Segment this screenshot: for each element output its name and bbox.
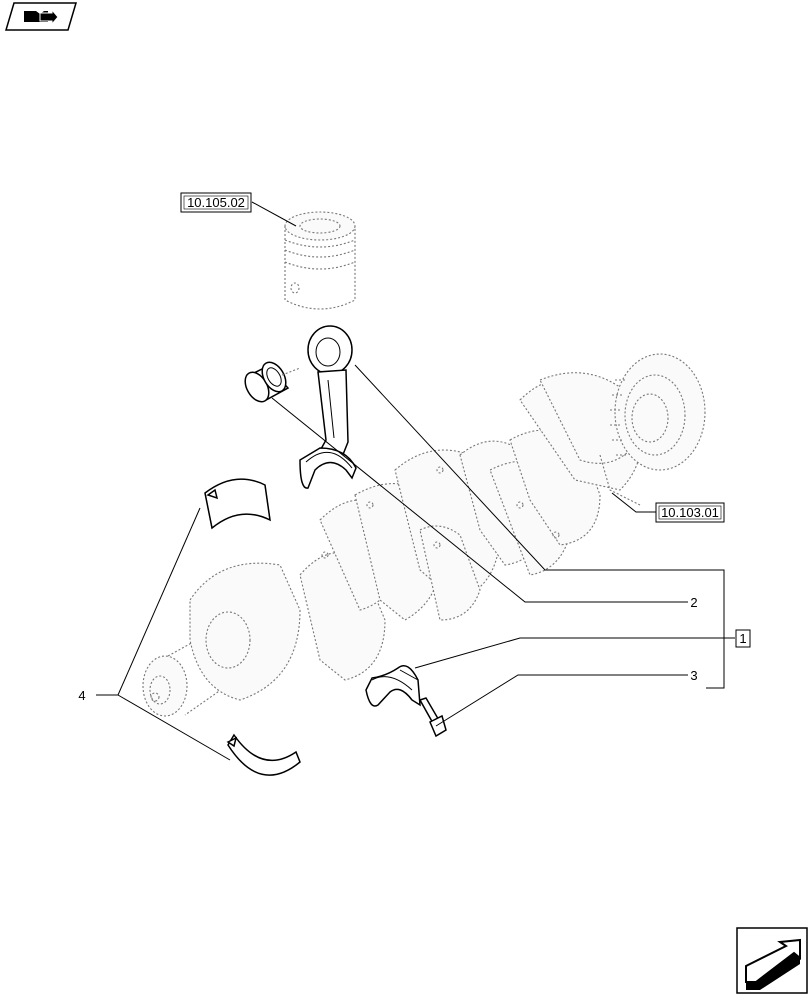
connecting-rod-cap <box>365 665 421 707</box>
connecting-rod-bolt <box>418 697 447 738</box>
book-arrow-icon[interactable] <box>4 2 78 31</box>
connecting-rod <box>299 325 357 489</box>
callout-1: 1 <box>735 629 751 648</box>
piston-pin-bushing <box>244 361 301 403</box>
callout-2-label: 2 <box>690 595 697 610</box>
main-bearing-lower <box>226 733 301 776</box>
leader-lines <box>96 201 735 761</box>
crankshaft-reference-label: 10.103.01 <box>661 505 719 520</box>
next-page-arrow-icon[interactable] <box>736 927 808 994</box>
main-bearing-upper <box>204 478 271 530</box>
piston-reference-label: 10.105.02 <box>187 195 245 210</box>
crankshaft-reference-box[interactable]: 10.103.01 <box>655 502 725 523</box>
crankshaft-ghost <box>142 353 706 717</box>
callout-3-label: 3 <box>690 668 697 683</box>
callout-4-label: 4 <box>78 688 85 703</box>
piston-ghost <box>284 211 356 310</box>
piston-reference-box[interactable]: 10.105.02 <box>180 192 252 213</box>
callout-1-label: 1 <box>739 631 746 646</box>
